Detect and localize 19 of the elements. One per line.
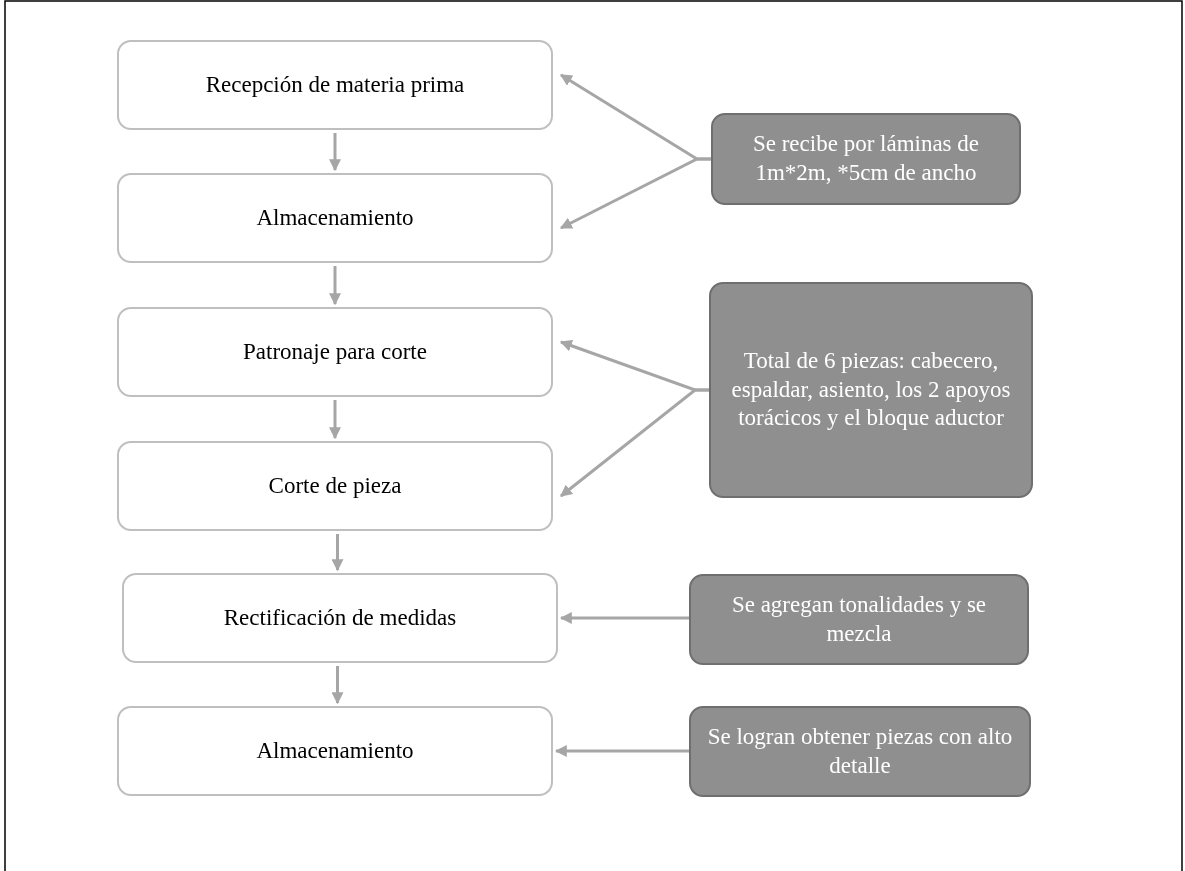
note-box: Se logran obtener piezas con alto detalle: [689, 706, 1031, 797]
arrow: [331, 534, 344, 572]
arrow: [329, 400, 341, 440]
arrow: [560, 388, 709, 498]
note-box: Total de 6 piezas: cabecero, espaldar, asiento, los 2 apoyos torácicos y el bloque aductor: [709, 282, 1033, 498]
process-box: Almacenamiento: [117, 173, 553, 263]
process-box: Recepción de materia prima: [117, 40, 553, 130]
arrow: [329, 133, 341, 172]
arrow: [559, 157, 711, 230]
note-box: Se agregan tonalidades y se mezcla: [689, 574, 1029, 665]
arrow: [329, 266, 341, 306]
process-box: Corte de pieza: [117, 441, 553, 531]
note-box: Se recibe por láminas de 1m*2m, *5cm de ancho: [711, 113, 1021, 205]
arrow: [559, 612, 689, 624]
arrow: [331, 666, 344, 705]
process-box: Patronaje para corte: [117, 307, 553, 397]
process-box: Almacenamiento: [117, 706, 553, 796]
process-box: Rectificación de medidas: [122, 573, 558, 663]
arrow: [554, 745, 689, 757]
